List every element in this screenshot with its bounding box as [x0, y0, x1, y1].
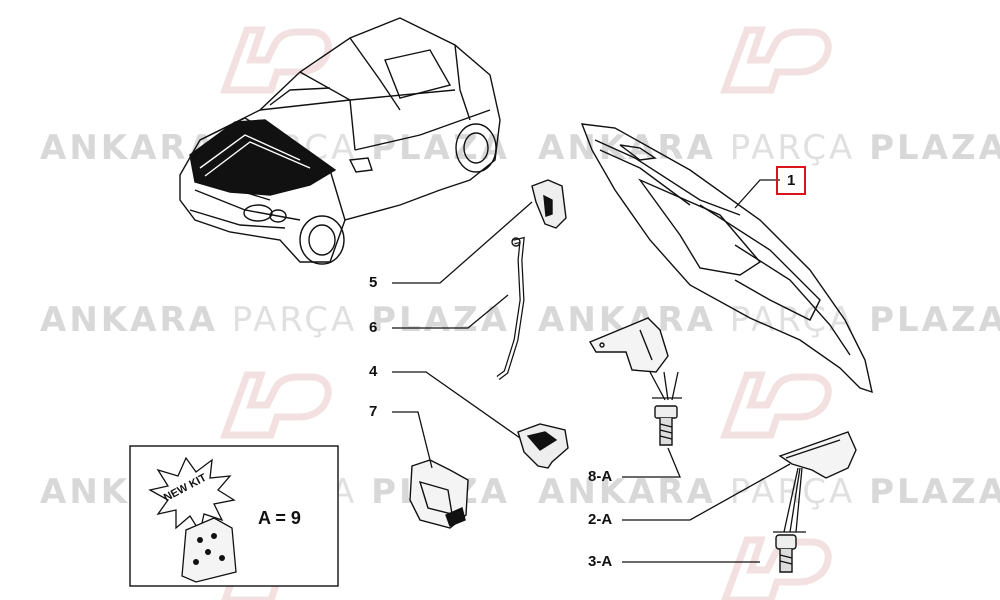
label-part-6: 6 — [369, 319, 378, 336]
label-part-3a: 3-A — [588, 553, 613, 570]
hinge-part-2a — [778, 431, 857, 479]
bolt-part-3a — [775, 534, 797, 573]
car-illustration — [179, 17, 501, 265]
label-part-5: 5 — [369, 274, 378, 291]
bolt-part-8a — [654, 405, 678, 446]
label-part-4: 4 — [369, 363, 378, 380]
bracket-part-5 — [531, 179, 567, 229]
watermark-row-2-left: ANKARA PARÇA PLAZA — [40, 300, 510, 340]
leader-lines — [392, 179, 806, 563]
label-part-1: 1 — [776, 166, 807, 195]
kit-box — [129, 445, 339, 587]
watermark-row-3-right: ANKARA PARÇA PLAZA — [538, 472, 1000, 512]
label-part-7: 7 — [369, 403, 378, 420]
buffer-part-7 — [409, 459, 469, 529]
label-part-2a: 2-A — [588, 511, 613, 528]
watermark-row-1-right: ANKARA PARÇA PLAZA — [538, 128, 1000, 168]
hood-part — [580, 123, 873, 394]
prop-rod-part-6 — [496, 236, 525, 380]
label-part-8a: 8-A — [588, 468, 613, 485]
clip-part-4 — [517, 423, 569, 469]
hinge-part-upper — [588, 317, 669, 373]
kit-equation: A = 9 — [258, 508, 301, 528]
